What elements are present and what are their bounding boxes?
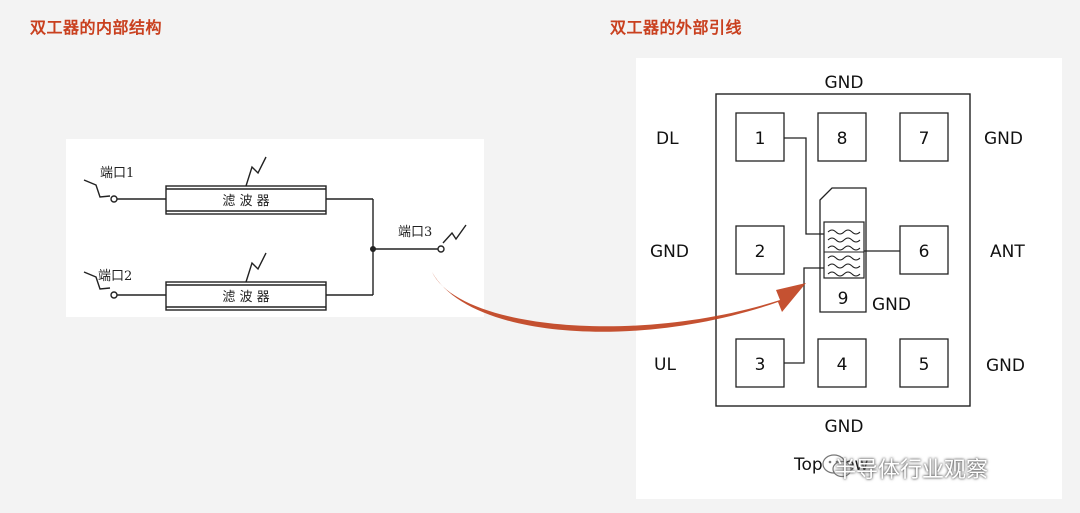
dl-label: DL [656, 129, 679, 149]
top-gnd-label: GND [825, 73, 864, 93]
filter-wave-icon [824, 229, 864, 277]
pin-7-pad [899, 112, 949, 162]
internal-schematic-svg: 端口1 端口2 端口3 滤 波 器 滤 波 器 [83, 156, 467, 311]
right-top-gnd-label: GND [984, 129, 1023, 149]
port1-terminal [110, 195, 118, 203]
pin-8-pad [817, 112, 867, 162]
right-bottom-gnd-label: GND [986, 356, 1025, 376]
pinout-svg: 1 8 7 2 6 3 4 5 9 GND GND DL GND UL GND … [650, 73, 1025, 475]
port1-signal-mark [83, 179, 111, 198]
port3-signal-mark [442, 224, 467, 244]
pin-5-pad [899, 338, 949, 388]
left-gnd-label: GND [650, 242, 689, 262]
center-gnd-label: GND [872, 295, 911, 315]
external-pins-heading: 双工器的外部引线 [610, 18, 743, 37]
external-pinout-diagram: 1 8 7 2 6 3 4 5 9 GND GND DL GND UL GND … [636, 58, 1062, 499]
pin-6-number: 6 [919, 242, 930, 262]
wechat-logo-icon [822, 454, 852, 478]
pin-3-pad [735, 338, 785, 388]
port1-label: 端口1 [100, 166, 134, 181]
pin-8-number: 8 [837, 129, 848, 149]
bottom-gnd-label: GND [825, 417, 864, 437]
ul-label: UL [654, 355, 676, 375]
pin-9-number: 9 [838, 289, 849, 309]
pin-3-number: 3 [755, 355, 766, 375]
pin-4-number: 4 [837, 355, 848, 375]
pin-2-pad [735, 225, 785, 275]
internal-structure-heading: 双工器的内部结构 [30, 18, 163, 37]
pin-4-pad [817, 338, 867, 388]
pin-5-number: 5 [919, 355, 930, 375]
pin-1-number: 1 [755, 129, 766, 149]
filter2-label: 滤 波 器 [222, 290, 269, 305]
pin-2-number: 2 [755, 242, 766, 262]
filter1-label: 滤 波 器 [222, 194, 269, 209]
package-outline [715, 93, 971, 407]
watermark-text: 半导体行业观察 [834, 458, 989, 483]
pin-1-pad [735, 112, 785, 162]
junction-node [370, 246, 376, 252]
port3-terminal [437, 245, 445, 253]
pin1-trace [784, 137, 824, 235]
port2-signal-mark [83, 271, 111, 290]
port3-label: 端口3 [398, 225, 432, 240]
filter2-signal-mark [245, 252, 267, 283]
port2-terminal [110, 291, 118, 299]
port2-label: 端口2 [98, 269, 132, 284]
ant-label: ANT [990, 242, 1025, 262]
pin-7-number: 7 [919, 129, 930, 149]
pin-6-pad [899, 225, 949, 275]
filter1-signal-mark [245, 156, 267, 187]
internal-structure-diagram: 端口1 端口2 端口3 滤 波 器 滤 波 器 [66, 139, 484, 317]
